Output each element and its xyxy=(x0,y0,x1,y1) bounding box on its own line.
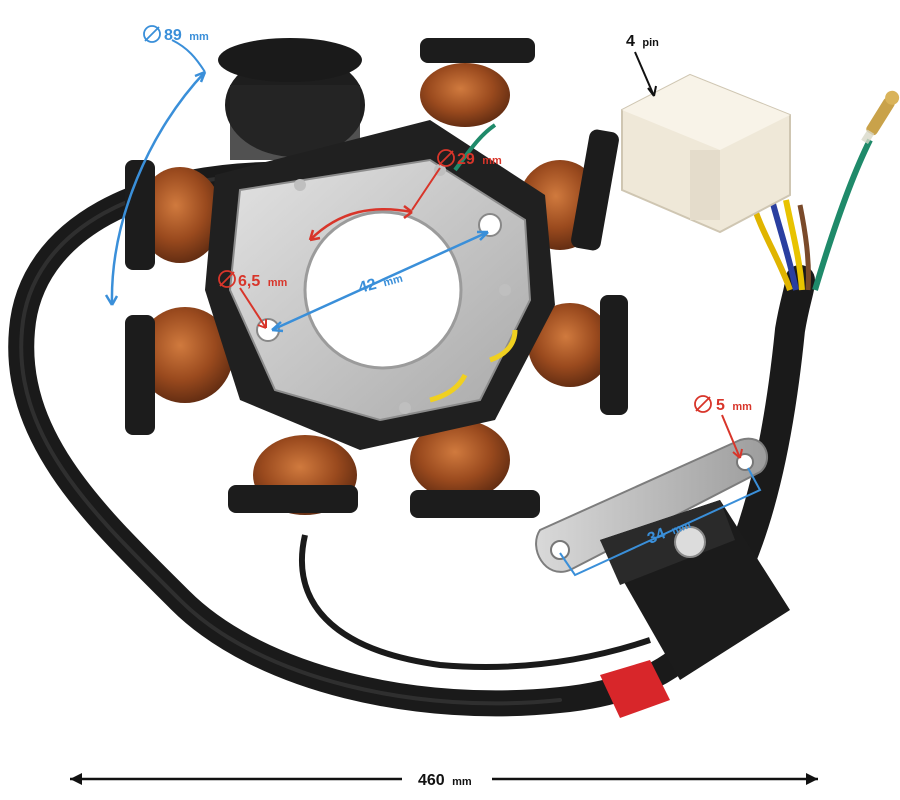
bullet-terminal xyxy=(861,90,900,144)
hole-diameter-unit: mm xyxy=(268,277,288,289)
svg-text:460 mm: 460 mm xyxy=(418,772,472,789)
pickup-spacing-value: 34 xyxy=(645,525,668,547)
outer-diameter-value: 89 xyxy=(164,27,182,44)
red-sleeve xyxy=(600,660,670,718)
stator xyxy=(125,38,628,518)
connector-pin-annotation: 4 pin xyxy=(626,33,659,97)
bore-span-value: 42 xyxy=(357,276,379,297)
bore-span-unit: mm xyxy=(382,273,404,290)
bore-span-annotation: 42 mm xyxy=(271,230,489,333)
coil xyxy=(125,307,233,435)
coil xyxy=(420,38,535,127)
pickup-hole-value: 5 xyxy=(716,397,725,414)
pickup-spacing-annotation: 34 mm xyxy=(559,467,762,577)
coil xyxy=(528,295,628,415)
pickup-hole-annotation: 5 mm xyxy=(694,395,752,459)
bracket-hole xyxy=(550,540,570,560)
diameter-icon xyxy=(218,270,236,288)
wrapped-coil xyxy=(218,38,365,160)
svg-text:89 mm: 89 mm xyxy=(164,27,209,44)
pickup-sensor xyxy=(535,437,790,680)
center-bore xyxy=(305,212,461,368)
connector-pins-unit: pin xyxy=(642,37,659,49)
pickup-hole-unit: mm xyxy=(732,401,752,413)
coil xyxy=(410,420,540,518)
svg-text:5 mm: 5 mm xyxy=(716,397,752,414)
cable-length-value: 460 xyxy=(418,772,445,789)
hole-diameter-annotation: 6,5 mm xyxy=(218,270,287,329)
outer-diameter-unit: mm xyxy=(189,31,209,43)
coil xyxy=(228,435,358,515)
green-wire xyxy=(812,138,873,291)
diameter-icon xyxy=(437,149,455,167)
inner-diameter-value: 29 xyxy=(457,151,475,168)
diameter-icon xyxy=(694,395,712,413)
cable-length-annotation: 460 mm xyxy=(70,772,818,789)
outer-diameter-annotation: 89 mm xyxy=(104,25,209,306)
hole-diameter-value: 6,5 xyxy=(238,273,260,290)
svg-text:42 mm: 42 mm xyxy=(357,269,405,297)
connector-housing xyxy=(621,73,791,234)
inner-diameter-annotation: 29 mm xyxy=(308,149,502,242)
connector-pins-value: 4 xyxy=(626,33,635,50)
mount-hole xyxy=(478,213,502,237)
diameter-icon xyxy=(143,25,161,43)
svg-text:6,5 mm: 6,5 mm xyxy=(238,273,287,290)
cable-length-unit: mm xyxy=(452,776,472,788)
svg-text:29 mm: 29 mm xyxy=(457,151,502,168)
inner-diameter-unit: mm xyxy=(482,155,502,167)
svg-text:4 pin: 4 pin xyxy=(626,33,659,50)
coil xyxy=(125,160,222,270)
pickup-wire xyxy=(298,534,651,671)
